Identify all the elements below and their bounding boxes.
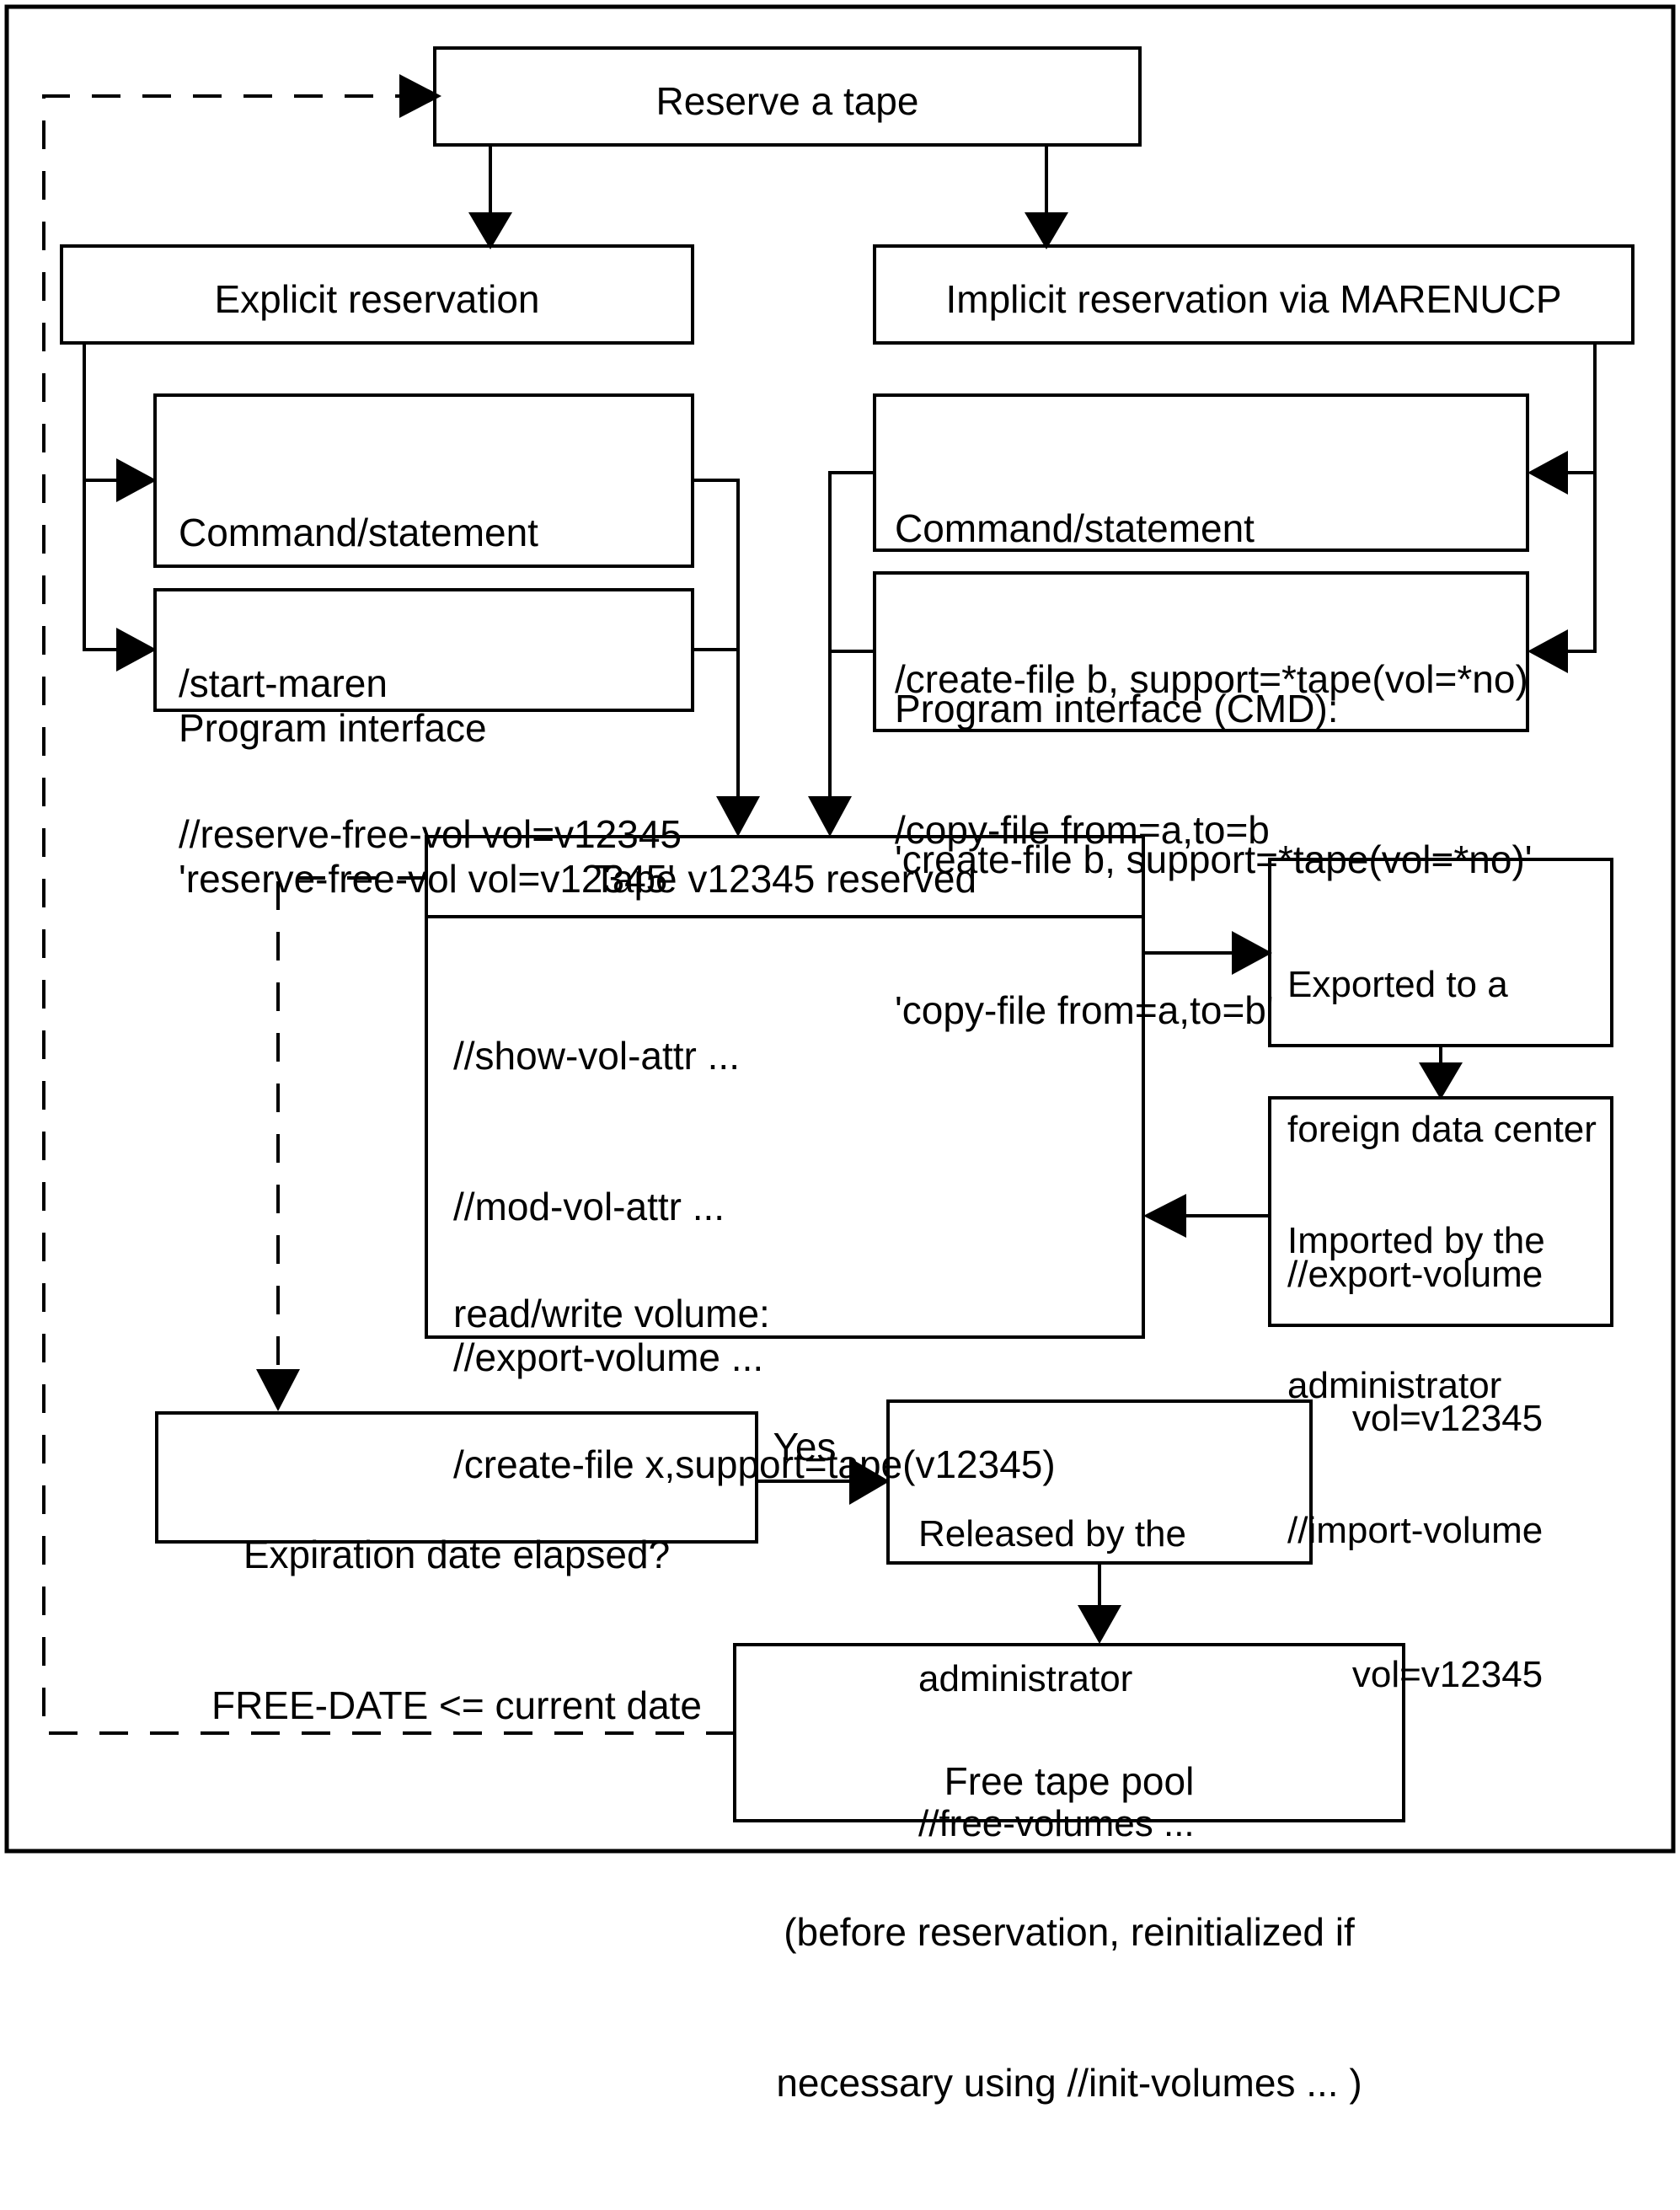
node-exported-rect[interactable] <box>1268 858 1613 1047</box>
edge-implicit-boxes-to-tape <box>808 471 875 837</box>
node-implicit-prog-line1: Program interface (CMD): <box>895 686 1339 730</box>
edge-reserve-to-explicit <box>468 145 512 249</box>
node-imported-rect[interactable] <box>1268 1096 1613 1327</box>
node-released-line1: Released by the <box>918 1513 1186 1555</box>
flowchart-canvas: Reserve a tape Explicit reservation Impl… <box>4 4 1676 2106</box>
node-implicit-cmd-line2: /create-file b, support=*tape(vol=*no) <box>895 656 1528 701</box>
edge-reserve-to-implicit <box>1025 145 1068 249</box>
edge-released-to-free-pool <box>1078 1563 1121 1644</box>
node-exported-line1: Exported to a <box>1287 964 1508 1006</box>
node-implicit-rect[interactable] <box>873 244 1635 345</box>
node-exported-line4: vol=v12345 <box>1351 1398 1544 1440</box>
node-tape-reserved-line4: read/write volume: <box>453 1291 770 1335</box>
diagram-frame <box>4 4 1676 1854</box>
edge-tape-to-exported <box>1143 931 1272 975</box>
node-free-pool-line3: necessary using //init-volumes ... ) <box>776 2061 1362 2106</box>
edge-exported-to-imported <box>1419 1046 1463 1100</box>
node-implicit-cmd-line1: Command/statement <box>895 506 1255 550</box>
node-implicit-label: Implicit reservation via MARENUCP <box>945 277 1562 321</box>
node-expiration-rect[interactable] <box>155 1411 758 1544</box>
edge-expiration-to-released <box>757 1458 890 1505</box>
edge-implicit-to-command <box>1528 343 1597 495</box>
node-tape-reserved-line3: //export-volume ... <box>453 1335 764 1380</box>
node-reserve-tape-label: Reserve a tape <box>655 79 919 123</box>
node-expiration-line2: FREE-DATE <= current date <box>211 1683 703 1727</box>
node-imported-line1: Imported by the <box>1287 1220 1545 1262</box>
node-imported-line3: //import-volume <box>1287 1509 1544 1551</box>
edge-tape-to-expiration <box>256 876 426 1411</box>
node-reserve-tape-rect[interactable] <box>433 46 1142 147</box>
node-exported-line3: //export-volume <box>1287 1253 1544 1295</box>
node-free-pool-line1: Free tape pool <box>944 1758 1195 1803</box>
edge-explicit-to-command <box>83 343 157 502</box>
edge-imported-to-tape <box>1143 1194 1270 1238</box>
node-tape-reserved-line5: /create-file x,support=tape(v12345) <box>453 1442 1056 1486</box>
node-tape-reserved-line1: //show-vol-attr ... <box>453 1033 740 1078</box>
node-implicit-prog-line3: 'copy-file from=a,to=b' <box>895 988 1274 1033</box>
node-imported-line4: vol=v12345 <box>1351 1654 1544 1696</box>
node-exported-line2: foreign data center <box>1287 1108 1597 1150</box>
edge-explicit-boxes-to-tape <box>693 479 760 837</box>
edge-implicit-to-program <box>1528 473 1597 673</box>
flowchart-svg <box>4 4 1676 1854</box>
node-tape-reserved-rect[interactable] <box>425 835 1145 1339</box>
node-explicit-prog-line2: 'reserve-free-vol vol=v12345' <box>179 856 676 901</box>
node-released-rect[interactable] <box>886 1399 1313 1565</box>
node-explicit-prog-line1: Program interface <box>179 705 487 750</box>
edge-explicit-to-program <box>83 480 157 672</box>
edge-free-pool-to-reserve-tape <box>42 74 735 1735</box>
node-explicit-cmd-line3: //reserve-free-vol vol=v12345 <box>179 812 682 857</box>
node-tape-reserved-header: Tape v12345 reserved <box>592 857 977 901</box>
node-implicit-cmd-line3: /copy-file from=a,to=b <box>895 808 1270 853</box>
node-explicit-label: Explicit reservation <box>214 277 540 321</box>
node-implicit-prog-line2: 'create-file b, support=*tape(vol=*no)' <box>895 837 1533 881</box>
node-free-pool-rect[interactable] <box>733 1643 1405 1822</box>
node-imported-line2: administrator <box>1287 1364 1502 1406</box>
node-free-pool-line2: (before reservation, reinitialized if <box>784 1909 1355 1954</box>
node-explicit-cmd-line1: Command/statement <box>179 510 538 554</box>
node-explicit-cmd-line2: /start-maren <box>179 661 388 705</box>
node-expiration-line1: Expiration date elapsed? <box>243 1532 671 1576</box>
edge-label-yes: Yes <box>773 1425 837 1469</box>
node-released-line3: //free-volumes ... <box>918 1802 1195 1844</box>
node-tape-reserved-line2: //mod-vol-attr ... <box>453 1184 725 1228</box>
node-explicit-rect[interactable] <box>60 244 694 345</box>
node-released-line2: administrator <box>918 1657 1133 1699</box>
